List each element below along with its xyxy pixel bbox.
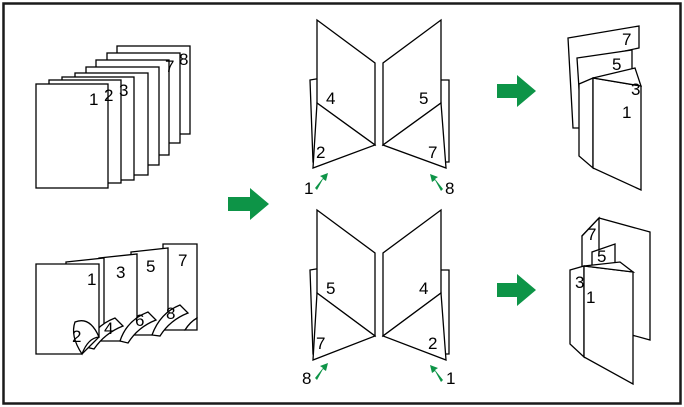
stack-number-7: 7 xyxy=(165,57,174,76)
top-right-tab-number: 8 xyxy=(445,179,454,198)
top-open-leaves: 4 2 5 7 1 8 xyxy=(304,18,454,198)
sheet-number-5: 5 xyxy=(146,257,155,276)
curl-corner-2 xyxy=(72,320,100,356)
arrow-right-icon xyxy=(497,75,536,107)
bottom-folded-booklet: 7 5 3 1 xyxy=(569,216,651,386)
stack-number-1: 1 xyxy=(89,90,98,109)
curl-corner-6 xyxy=(119,311,158,344)
sheet-number-8: 8 xyxy=(166,304,175,323)
bottom-sheet-row: 1 3 5 7 2 4 6 8 xyxy=(35,243,198,356)
bottom-left-upper-number: 5 xyxy=(326,279,335,298)
bottom-left-leaf-lower xyxy=(312,291,377,361)
stack-number-3: 3 xyxy=(119,81,128,100)
top-result-number-7: 7 xyxy=(622,30,631,49)
top-right-leaf-lower xyxy=(381,101,447,169)
bottom-left-tab-number: 8 xyxy=(302,369,311,388)
bottom-result-number-7: 7 xyxy=(587,225,596,244)
bottom-result-number-5: 5 xyxy=(597,247,606,266)
curl-corner-8 xyxy=(151,304,190,337)
stack-page-1 xyxy=(35,83,109,189)
top-result-number-1: 1 xyxy=(622,103,631,122)
top-right-lower-number: 7 xyxy=(428,143,437,162)
bottom-right-leaf-lower xyxy=(381,291,447,361)
bottom-left-lower-number: 7 xyxy=(316,334,325,353)
bottom-open-leaves: 5 7 4 2 8 1 xyxy=(302,208,455,388)
arrow-right-icon xyxy=(497,274,536,306)
curl-arrow-icon xyxy=(430,174,443,191)
sheet-7-8-curl xyxy=(183,316,198,331)
top-result-number-3: 3 xyxy=(631,80,640,99)
top-folded-booklet: 7 5 3 1 xyxy=(567,25,642,192)
bottom-right-lower-number: 2 xyxy=(428,334,437,353)
sheet-number-7: 7 xyxy=(178,251,187,270)
top-left-leaf-lower xyxy=(312,101,377,169)
sheet-number-1: 1 xyxy=(87,270,96,289)
top-booklet-spine xyxy=(578,77,594,170)
top-left-lower-number: 2 xyxy=(316,143,325,162)
bottom-right-upper-number: 4 xyxy=(419,279,428,298)
top-result-number-5: 5 xyxy=(612,55,621,74)
curl-arrow-icon xyxy=(430,365,443,382)
bottom-result-number-3: 3 xyxy=(575,273,584,292)
sheet-number-2: 2 xyxy=(72,327,81,346)
sheet-number-3: 3 xyxy=(116,263,125,282)
curl-arrow-icon xyxy=(315,363,328,380)
top-right-upper-number: 5 xyxy=(419,89,428,108)
sheet-number-6: 6 xyxy=(135,311,144,330)
stack-number-8: 8 xyxy=(179,50,188,69)
top-left-tab-number: 1 xyxy=(304,179,313,198)
sheet-number-4: 4 xyxy=(104,319,113,338)
bottom-right-tab-number: 1 xyxy=(446,369,455,388)
arrow-right-icon xyxy=(228,188,269,220)
top-left-upper-number: 4 xyxy=(326,89,335,108)
top-booklet-page-3 xyxy=(592,67,642,87)
stack-number-2: 2 xyxy=(104,86,113,105)
bottom-booklet-page-3 xyxy=(583,261,636,273)
curl-arrow-icon xyxy=(315,173,328,190)
bottom-result-number-1: 1 xyxy=(586,288,595,307)
top-page-stack: 1 2 3 7 8 xyxy=(35,45,191,189)
